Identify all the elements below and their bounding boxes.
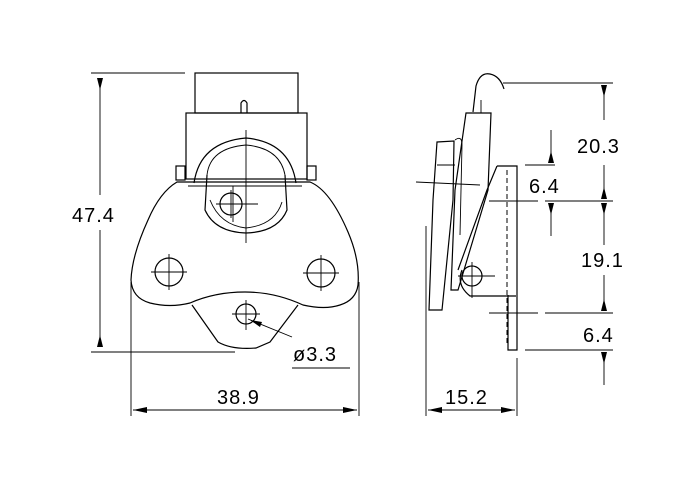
dim-20-3-label: 20.3 xyxy=(577,136,620,158)
pivot-housing xyxy=(459,269,516,297)
height-arrow-top xyxy=(97,78,103,90)
rear-plate xyxy=(428,140,455,311)
lower-tongue xyxy=(191,304,299,349)
dim-6-4-upper-arrow-bottom xyxy=(548,203,554,215)
width-arrow-left xyxy=(133,407,147,413)
dim-6-4-upper-arrow-top xyxy=(548,151,554,163)
main-body xyxy=(130,181,359,309)
base-plate xyxy=(497,165,518,351)
dim-19-1-arrow-bottom xyxy=(601,299,607,311)
dim-20-3-arrow-top xyxy=(601,85,607,97)
hole-leader-arrow xyxy=(250,320,262,327)
front-view: ø3.3 47.4 38.9 xyxy=(72,72,360,416)
width-arrow-right xyxy=(343,407,357,413)
mid-block xyxy=(185,112,308,180)
dim-6-4-lower-label: 6.4 xyxy=(583,325,614,347)
dim-19-1-label: 19.1 xyxy=(581,250,624,272)
top-tab xyxy=(240,99,248,113)
right-side-tab xyxy=(306,165,317,181)
dim-6-4-lower-arrow xyxy=(601,352,607,364)
height-dimension-label: 47.4 xyxy=(72,205,115,227)
side-view: 20.3 6.4 19.1 6.4 15.2 xyxy=(415,73,624,416)
left-side-tab xyxy=(175,165,186,181)
dim-19-1-arrow-top xyxy=(601,203,607,215)
side-centerline xyxy=(415,181,481,186)
hook xyxy=(472,73,505,113)
lever-handle xyxy=(450,112,492,291)
dim-6-4-upper-label: 6.4 xyxy=(529,176,560,198)
dim-20-3-arrow-bottom xyxy=(601,187,607,199)
rear-plate-curve xyxy=(454,137,463,236)
dim-15-2-label: 15.2 xyxy=(445,387,488,409)
hole-diameter-label: ø3.3 xyxy=(293,344,337,366)
bracket-slope xyxy=(457,165,498,271)
dim-15-2-arrow-right xyxy=(501,407,515,413)
dim-15-2-arrow-left xyxy=(428,407,442,413)
height-arrow-bottom xyxy=(97,335,103,347)
width-dimension-label: 38.9 xyxy=(217,387,260,409)
